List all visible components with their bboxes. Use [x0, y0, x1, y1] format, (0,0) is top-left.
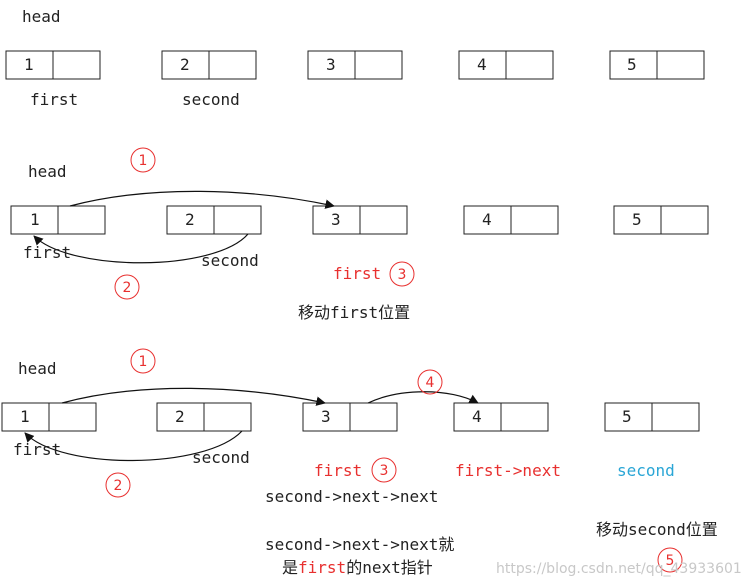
node-value: 1: [24, 55, 34, 74]
step-number: 1: [139, 153, 148, 169]
node-value: 2: [185, 210, 195, 229]
step-marker-5: 5: [657, 547, 683, 573]
node-1: 1: [5, 50, 101, 80]
node-value: 3: [331, 210, 341, 229]
step-number: 2: [123, 280, 132, 296]
node-4: 4: [453, 402, 549, 432]
step-number: 4: [426, 375, 435, 391]
second-label: second: [192, 448, 250, 467]
node-2: 2: [161, 50, 257, 80]
step-marker-3: 3: [389, 261, 415, 287]
step-marker-2: 2: [105, 472, 131, 498]
head-label: head: [18, 359, 57, 378]
first-next-label: first->next: [455, 461, 561, 480]
section-1-initial: head 1 2 3 4 5 first second: [5, 7, 705, 109]
head-label: head: [28, 162, 67, 181]
step-number: 3: [380, 463, 389, 479]
arrow-node1-to-node3: [69, 190, 335, 209]
step-marker-4: 4: [417, 369, 443, 395]
first-label: first: [23, 243, 71, 262]
node-value: 5: [622, 407, 632, 426]
step-number: 2: [114, 478, 123, 494]
node-2: 2: [156, 402, 252, 432]
arrow-node1-to-node3: [61, 387, 326, 406]
first-label: first: [13, 440, 61, 459]
second-new-label: second: [617, 461, 675, 480]
node-5: 5: [609, 50, 705, 80]
step-marker-2: 2: [114, 274, 140, 300]
second-label: second: [201, 251, 259, 270]
node-5: 5: [613, 205, 709, 235]
expression-second-next-next: second->next->next: [265, 487, 438, 506]
text-is: 是: [282, 558, 298, 577]
first-label: first: [30, 90, 78, 109]
step-marker-1: 1: [130, 147, 156, 173]
section-2-move-first: head 1 1 2 3 4 5: [10, 147, 709, 322]
section-3-move-second: head 1 1 2 3 4 5: [1, 348, 718, 577]
text-next-pointer: 的next指针: [346, 558, 433, 577]
node-3: 3: [302, 402, 398, 432]
caption-move-second: 移动second位置: [596, 520, 718, 539]
node-5: 5: [604, 402, 700, 432]
node-value: 2: [175, 407, 185, 426]
watermark: https://blog.csdn.net/qq_43933601: [496, 561, 742, 577]
arrow-node3-to-node4: [367, 391, 479, 404]
first-new-label: first: [314, 461, 362, 480]
caption-move-first: 移动first位置: [298, 303, 410, 322]
node-3: 3: [307, 50, 403, 80]
node-value: 5: [627, 55, 637, 74]
step-marker-1: 1: [130, 348, 156, 374]
step-marker-3: 3: [371, 457, 397, 483]
node-4: 4: [458, 50, 554, 80]
first-new-label: first: [333, 264, 381, 283]
explanation-line-2: 是first的next指针: [282, 558, 433, 577]
node-value: 2: [180, 55, 190, 74]
explanation-line-1: second->next->next就: [265, 535, 454, 554]
step-number: 3: [398, 267, 407, 283]
second-label: second: [182, 90, 240, 109]
text-first: first: [298, 558, 346, 577]
node-1: 1: [10, 205, 106, 235]
arrow-node2-to-node1: [24, 430, 243, 462]
step-number: 5: [666, 553, 675, 569]
node-value: 5: [632, 210, 642, 229]
node-value: 4: [472, 407, 482, 426]
node-value: 1: [20, 407, 30, 426]
head-label: head: [22, 7, 61, 26]
arrow-node2-to-node1: [33, 233, 249, 264]
node-value: 4: [477, 55, 487, 74]
node-2: 2: [166, 205, 262, 235]
node-3: 3: [312, 205, 408, 235]
node-1: 1: [1, 402, 97, 432]
node-value: 3: [321, 407, 331, 426]
step-number: 1: [139, 354, 148, 370]
node-value: 3: [326, 55, 336, 74]
node-4: 4: [463, 205, 559, 235]
node-value: 4: [482, 210, 492, 229]
node-value: 1: [30, 210, 40, 229]
